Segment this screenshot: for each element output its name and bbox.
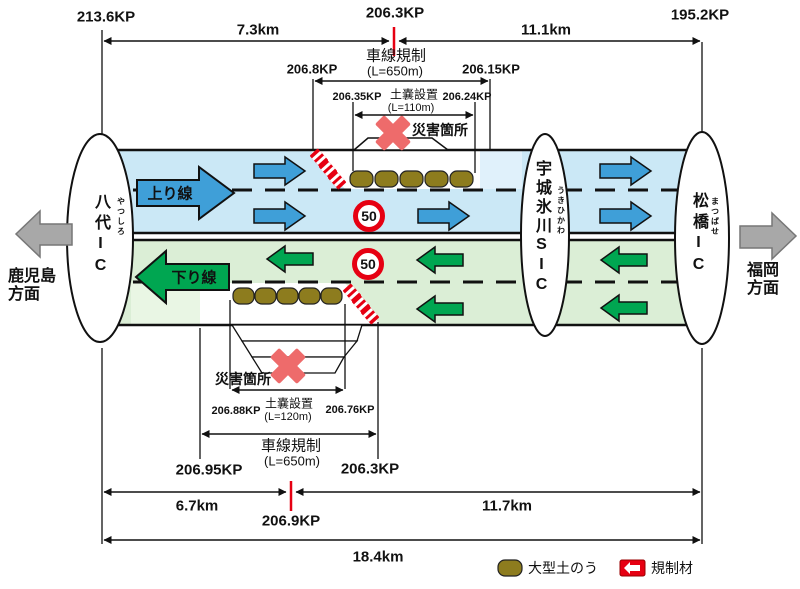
distance-11-1km: 11.1km bbox=[520, 21, 572, 39]
inbound-sandbag-kp-start: 206.35KP bbox=[332, 91, 382, 103]
distance-6-7km: 6.7km bbox=[175, 497, 219, 515]
inbound-sandbag-title: 土嚢設置 bbox=[389, 87, 439, 102]
distance-18-4km: 18.4km bbox=[352, 548, 404, 566]
kagoshima-line2: 方面 bbox=[8, 286, 41, 303]
outbound-sandbag-kp-end: 206.76KP bbox=[325, 404, 375, 416]
outbound-regulation-length: (L=650m) bbox=[264, 453, 320, 469]
outbound-regulation-kp-end: 206.3KP bbox=[340, 460, 400, 478]
speed-limit-value-outbound: 50 bbox=[360, 256, 376, 272]
barrier-icon bbox=[619, 559, 646, 577]
disaster-x-inbound bbox=[375, 115, 411, 151]
sandbag-row-inbound bbox=[349, 170, 474, 188]
outbound-regulation-title: 車線規制 bbox=[260, 437, 322, 455]
legend-barrier-label: 規制材 bbox=[651, 560, 693, 576]
distance-7-3km: 7.3km bbox=[236, 21, 280, 39]
inbound-sandbag-length: (L=110m) bbox=[387, 102, 435, 114]
inbound-regulation-kp-start: 206.8KP bbox=[286, 61, 338, 77]
distance-11-7km: 11.7km bbox=[481, 497, 533, 515]
fukuoka-direction-label: 福岡 方面 bbox=[747, 262, 779, 298]
uki-hikawa-sic-name: 宇城氷川SIC bbox=[533, 160, 550, 296]
inbound-disaster-label: 災害箇所 bbox=[412, 122, 468, 138]
speed-limit-sign-outbound bbox=[352, 248, 384, 280]
speed-limit-value-inbound: 50 bbox=[361, 208, 377, 224]
outbound-sandbag-kp-start: 206.88KP bbox=[211, 405, 261, 417]
inbound-regulation-title: 車線規制 bbox=[365, 47, 427, 65]
inbound-lane-label: 上り線 bbox=[147, 185, 193, 203]
outbound-disaster-label: 災害箇所 bbox=[215, 371, 271, 387]
outbound-sandbag-title: 土嚢設置 bbox=[264, 396, 314, 411]
matsubase-ic-furigana: まつばせ bbox=[710, 197, 720, 237]
legend-sandbag-label: 大型土のう bbox=[528, 560, 598, 576]
kp-label-213-6: 213.6KP bbox=[76, 8, 136, 26]
inbound-sandbag-kp-end: 206.24KP bbox=[442, 91, 492, 103]
inbound-regulation-kp-end: 206.15KP bbox=[462, 61, 520, 77]
sandbag-icon bbox=[497, 559, 523, 577]
outbound-sandbag-length: (L=120m) bbox=[264, 411, 312, 423]
guide-lines bbox=[101, 30, 703, 544]
outbound-regulation-kp-start: 206.95KP bbox=[175, 461, 243, 479]
matsubase-ic-name: 松橋IC bbox=[690, 192, 707, 278]
kagoshima-line1: 鹿児島 bbox=[8, 268, 57, 285]
yatsushiro-ic-name: 八代IC bbox=[92, 193, 109, 279]
barrier-taper-inbound bbox=[309, 148, 347, 190]
inbound-regulation-length: (L=650m) bbox=[367, 63, 423, 79]
kagoshima-direction-label: 鹿児島 方面 bbox=[8, 268, 56, 304]
disaster-x-outbound bbox=[270, 348, 306, 384]
outbound-direction-arrow bbox=[134, 248, 230, 306]
fukuoka-line1: 福岡 bbox=[747, 262, 780, 279]
sandbag-row-outbound bbox=[232, 287, 343, 305]
fukuoka-direction-arrow bbox=[739, 211, 798, 261]
kp-label-195-2: 195.2KP bbox=[670, 6, 730, 24]
speed-limit-sign-inbound bbox=[353, 200, 385, 232]
uki-hikawa-sic-node bbox=[520, 133, 570, 337]
inbound-direction-arrow bbox=[136, 165, 236, 221]
inbound-taper-zone bbox=[480, 151, 522, 189]
uki-hikawa-sic-furigana: うきひかわ bbox=[556, 186, 566, 236]
yatsushiro-ic-furigana: やつしろ bbox=[116, 197, 126, 237]
kp-label-206-3-top: 206.3KP bbox=[365, 4, 425, 22]
outbound-lane-label: 下り線 bbox=[171, 269, 217, 287]
kp-label-206-9: 206.9KP bbox=[261, 512, 321, 530]
kagoshima-direction-arrow bbox=[14, 209, 73, 259]
barrier-taper-outbound bbox=[342, 283, 380, 325]
dimension-lines bbox=[103, 37, 701, 544]
fukuoka-line2: 方面 bbox=[747, 280, 780, 297]
